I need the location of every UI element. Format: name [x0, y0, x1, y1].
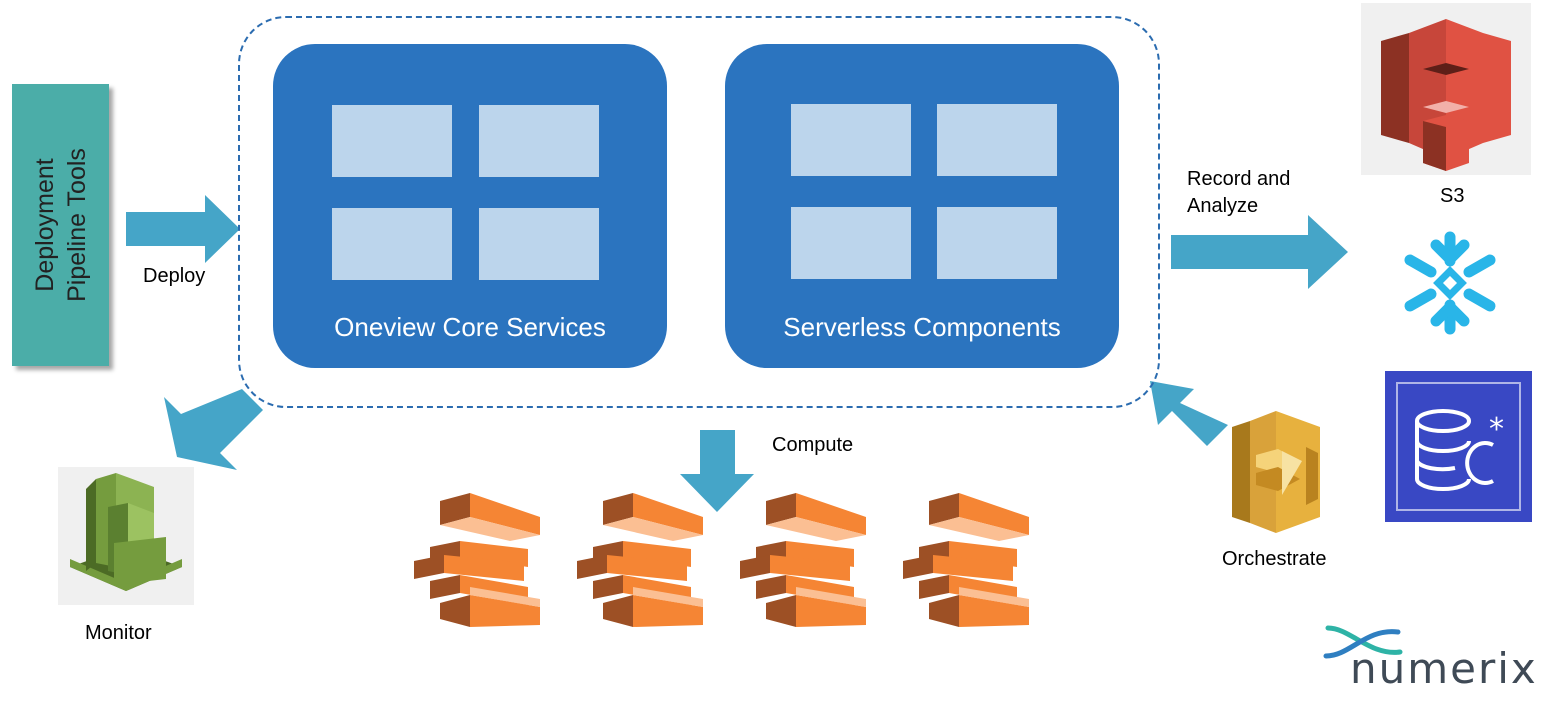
record-analyze-label: Record and Analyze [1187, 166, 1290, 220]
orchestrate-arrow [1150, 381, 1228, 446]
lambda-group [400, 477, 1060, 647]
deploy-arrow [126, 195, 240, 263]
record-analyze-line2: Analyze [1187, 195, 1259, 217]
aws-lambda-icon [414, 493, 540, 627]
serverless-tile [937, 104, 1057, 176]
services-boundary [238, 16, 1160, 408]
core-tile [479, 105, 599, 177]
serverless-label: Serverless Components [783, 312, 1061, 342]
numerix-logo: numerix [1320, 622, 1545, 697]
serverless-tile [791, 207, 911, 279]
core-tile [479, 208, 599, 280]
deployment-pipeline-box: Deployment Pipeline Tools [12, 84, 109, 366]
monitor-arrow [164, 389, 263, 470]
aws-lambda-icon [740, 493, 866, 627]
compute-label: Compute [772, 434, 854, 456]
deploy-label: Deploy [143, 265, 206, 287]
compute-arrow [680, 430, 754, 512]
core-services-label: Oneview Core Services [334, 312, 606, 342]
s3-label: S3 [1440, 185, 1465, 207]
database-icon: * [1385, 371, 1532, 522]
monitor-label: Monitor [85, 622, 152, 644]
orchestrate-label: Orchestrate [1222, 548, 1327, 570]
serverless-tile [791, 104, 911, 176]
aws-lambda-icon [903, 493, 1029, 627]
serverless-panel: Serverless Components [725, 44, 1119, 368]
snowflake-icon [1398, 231, 1502, 335]
aws-step-functions-icon [1222, 407, 1330, 537]
serverless-tile [937, 207, 1057, 279]
numerix-logo-text: numerix [1350, 644, 1538, 693]
numerix-logo-mark [1323, 625, 1403, 659]
core-tile [332, 208, 452, 280]
record-analyze-line1: Record and [1187, 168, 1291, 190]
aws-lambda-icon [577, 493, 703, 627]
core-tile [332, 105, 452, 177]
aws-s3-icon [1361, 3, 1531, 175]
core-services-panel: Oneview Core Services [273, 44, 667, 368]
record-arrow [1171, 215, 1348, 289]
svg-text:*: * [1489, 412, 1504, 447]
aws-cloudwatch-icon [58, 467, 194, 605]
